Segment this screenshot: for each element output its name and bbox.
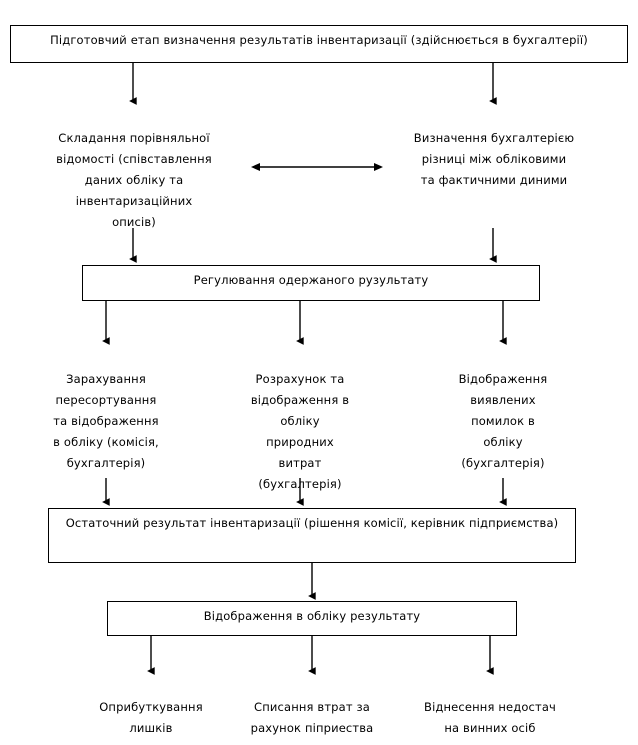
surplus-capitalization-text: Оприбуткування лишків [99,700,203,735]
double-arrow-head-right [374,163,383,171]
natural-losses-label: Розрахунок та відображення в обліку прир… [218,348,382,495]
accounting-difference-label: Визначення бухгалтерією різниці між облі… [396,107,592,191]
double-arrow-head-left [251,163,260,171]
shortage-attribution-label: Віднесення недостач на винних осіб [400,676,580,739]
errors-label: Відображення виявлених помилок в обліку … [420,348,586,474]
shortage-attribution-text: Віднесення недостач на винних осіб [424,700,556,735]
resorting-label: Зарахування пересортування та відображен… [16,348,196,474]
comparison-statement-label: Складання порівняльної відомості (співст… [36,107,232,233]
display-in-accounting-box[interactable]: Відображення в обліку результату [107,601,517,636]
final-result-text: Остаточний результат інвентаризації (ріш… [65,516,559,530]
natural-losses-text: Розрахунок та відображення в обліку прир… [250,372,350,491]
accounting-difference-text: Визначення бухгалтерією різниці між облі… [413,131,575,187]
final-result-box[interactable]: Остаточний результат інвентаризації (ріш… [48,508,576,563]
preparatory-stage-text: Підготовчий етап визначення результатів … [50,33,588,47]
losses-writeoff-label: Списання втрат за рахунок піприества [222,676,402,739]
preparatory-stage-box[interactable]: Підготовчий етап визначення результатів … [10,25,628,63]
losses-writeoff-text: Списання втрат за рахунок піприества [250,700,374,735]
surplus-capitalization-label: Оприбуткування лишків [61,676,241,739]
resorting-text: Зарахування пересортування та відображен… [53,372,159,470]
regulation-text: Регулювання одержаного рузультату [193,273,429,287]
errors-text: Відображення виявлених помилок в обліку … [458,372,548,470]
display-in-accounting-text: Відображення в обліку результату [203,609,421,623]
regulation-box[interactable]: Регулювання одержаного рузультату [82,265,540,301]
comparison-statement-text: Складання порівняльної відомості (співст… [56,131,212,229]
